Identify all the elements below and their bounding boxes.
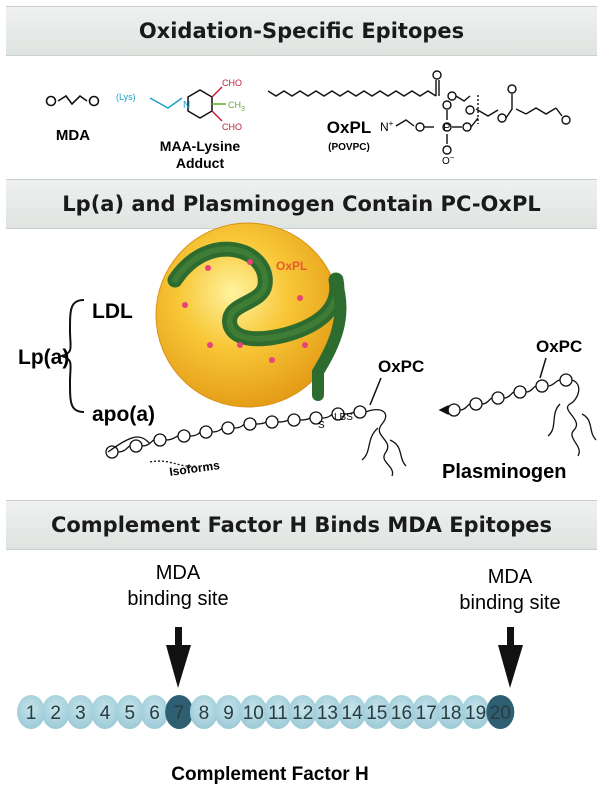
domain-number-11: 11 xyxy=(268,703,288,724)
site2-line2: binding site xyxy=(459,592,560,614)
domain-number-6: 6 xyxy=(149,703,160,724)
section-title: Complement Factor H Binds MDA Epitopes xyxy=(50,513,553,537)
domain-number-20: 20 xyxy=(490,703,511,724)
domain-number-8: 8 xyxy=(199,703,210,724)
domain-number-12: 12 xyxy=(292,703,313,724)
oxpc-left-pointer xyxy=(369,377,382,406)
domain-pill-5 xyxy=(115,695,144,729)
lpa-brace xyxy=(58,299,85,413)
domain-number-3: 3 xyxy=(75,703,86,724)
domain-number-7: 7 xyxy=(174,703,185,724)
lys-label: (Lys) xyxy=(116,92,136,102)
cho-top-label: CHO xyxy=(222,78,242,88)
domain-pill-19 xyxy=(461,695,490,729)
domain-pill-12 xyxy=(288,695,317,729)
domain-number-4: 4 xyxy=(100,703,111,724)
domain-pill-8 xyxy=(189,695,218,729)
ch3-label: CH3 xyxy=(228,100,245,113)
domain-number-1: 1 xyxy=(26,703,37,724)
domain-number-13: 13 xyxy=(317,703,338,724)
povpc-label: (POVPC) xyxy=(328,142,370,153)
domain-pill-18 xyxy=(436,695,465,729)
binding-arrow-7 xyxy=(166,627,191,688)
domain-pill-10 xyxy=(239,695,268,729)
domain-pill-16 xyxy=(387,695,416,729)
site2-line1: MDA xyxy=(488,566,533,588)
domain-number-2: 2 xyxy=(50,703,61,724)
apoa-label: apo(a) xyxy=(92,403,155,426)
lpa-label: Lp(a) xyxy=(18,346,69,369)
plasminogen-label: Plasminogen xyxy=(442,461,566,483)
domain-number-18: 18 xyxy=(440,703,461,724)
section-title: Oxidation-Specific Epitopes xyxy=(138,19,465,43)
banner-complement-factor-h: Complement Factor H Binds MDA Epitopes xyxy=(6,500,597,550)
domain-number-17: 17 xyxy=(416,703,437,724)
domain-number-14: 14 xyxy=(342,703,364,724)
domain-pill-15 xyxy=(362,695,391,729)
lbs-label: LBS xyxy=(334,412,353,423)
o-minus-label: O– xyxy=(442,153,455,167)
domain-pill-6 xyxy=(140,695,169,729)
oxpc-left-label: OxPC xyxy=(378,357,424,376)
isoforms-label: Isoforms xyxy=(168,458,220,479)
oxpc-right-label: OxPC xyxy=(536,337,582,356)
oxpl-chem-label: OxPL xyxy=(327,118,371,137)
domain-pill-9 xyxy=(214,695,243,729)
domain-pill-2 xyxy=(41,695,70,729)
n-atom-label: N xyxy=(183,100,190,111)
domain-number-10: 10 xyxy=(243,703,264,724)
factor-h-footer: Complement Factor H xyxy=(171,764,368,785)
domain-number-16: 16 xyxy=(391,703,412,724)
domain-pill-17 xyxy=(412,695,441,729)
cho-bottom-label: CHO xyxy=(222,122,242,132)
ldl-label: LDL xyxy=(92,300,133,323)
maa-label-line2: Adduct xyxy=(176,155,225,171)
banner-oxidation-epitopes: Oxidation-Specific Epitopes xyxy=(6,6,597,56)
domain-pill-1 xyxy=(17,695,45,729)
oxpl-structure xyxy=(267,70,571,155)
domain-pill-20 xyxy=(486,695,515,729)
plasminogen-chain xyxy=(438,373,597,457)
oxpl-particle-label: OxPL xyxy=(276,259,307,273)
s-label: S xyxy=(318,420,325,431)
maa-label-line1: MAA-Lysine xyxy=(160,138,241,154)
mda-structure xyxy=(45,94,100,107)
domain-pill-14 xyxy=(338,695,367,729)
oxpc-right-pointer xyxy=(539,357,547,379)
domain-number-19: 19 xyxy=(465,703,486,724)
domain-pill-13 xyxy=(313,695,342,729)
section-title: Lp(a) and Plasminogen Contain PC-OxPL xyxy=(62,192,541,216)
banner-lpa-plasminogen: Lp(a) and Plasminogen Contain PC-OxPL xyxy=(6,179,597,229)
domain-number-9: 9 xyxy=(223,703,234,724)
site1-line1: MDA xyxy=(156,562,201,584)
apoa-kringle-chain xyxy=(105,405,407,477)
binding-arrow-20 xyxy=(498,627,523,688)
maa-lysine-structure xyxy=(149,86,226,122)
site1-line2: binding site xyxy=(127,588,228,610)
mda-label: MDA xyxy=(56,127,90,144)
domain-number-5: 5 xyxy=(125,703,136,724)
domain-pill-11 xyxy=(264,695,292,729)
ldl-particle xyxy=(155,222,347,408)
domain-pill-4 xyxy=(91,695,120,729)
domain-number-15: 15 xyxy=(366,703,387,724)
domain-pill-3 xyxy=(66,695,95,729)
p-atom-label: P xyxy=(443,122,450,134)
n-plus-label: N+ xyxy=(380,119,394,134)
domain-pill-7 xyxy=(165,695,194,729)
